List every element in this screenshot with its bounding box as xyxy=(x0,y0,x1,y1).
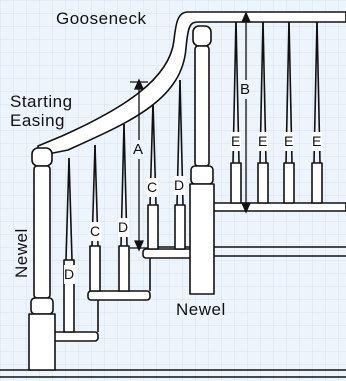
baluster-c-2 xyxy=(147,204,159,250)
handrail-gooseneck xyxy=(37,11,346,157)
dimension-b xyxy=(240,11,252,214)
newel-post-right xyxy=(189,25,215,295)
baluster-d-1 xyxy=(63,259,75,333)
starting-easing-label-line2: Easing xyxy=(10,111,65,130)
baluster-label-e: E xyxy=(312,132,322,151)
newel-right-label: Newel xyxy=(176,300,226,319)
stair-tread-1 xyxy=(49,331,99,342)
baluster-label-e: E xyxy=(231,132,241,151)
newel-post-left xyxy=(28,147,56,371)
baluster-label-d: D xyxy=(174,176,185,195)
stair-tread-2 xyxy=(87,290,151,301)
baluster-e-4 xyxy=(311,162,323,204)
baluster-label-d: D xyxy=(64,265,75,284)
baluster-group-lower xyxy=(63,79,186,333)
baluster-label-e: E xyxy=(258,132,268,151)
upper-floor-nosing xyxy=(211,202,346,212)
baluster-c-1 xyxy=(89,245,101,292)
baluster-label-d: D xyxy=(118,218,129,237)
baluster-label-c: C xyxy=(147,178,158,197)
baluster-e-1 xyxy=(230,162,242,204)
gooseneck-label: Gooseneck xyxy=(56,9,147,28)
newel-left-label: Newel xyxy=(12,228,31,278)
baluster-label-c: C xyxy=(90,222,101,241)
baluster-d-3 xyxy=(174,204,186,250)
dimension-a-label: A xyxy=(133,140,144,159)
dimension-a xyxy=(130,78,148,252)
dimension-b-label: B xyxy=(240,80,251,99)
stair-tread-3 xyxy=(142,248,196,259)
baluster-e-3 xyxy=(283,162,295,204)
baluster-e-2 xyxy=(257,162,269,204)
baluster-label-e: E xyxy=(284,132,294,151)
starting-easing-label-line1: Starting xyxy=(10,92,73,111)
baluster-d-2 xyxy=(118,245,130,292)
